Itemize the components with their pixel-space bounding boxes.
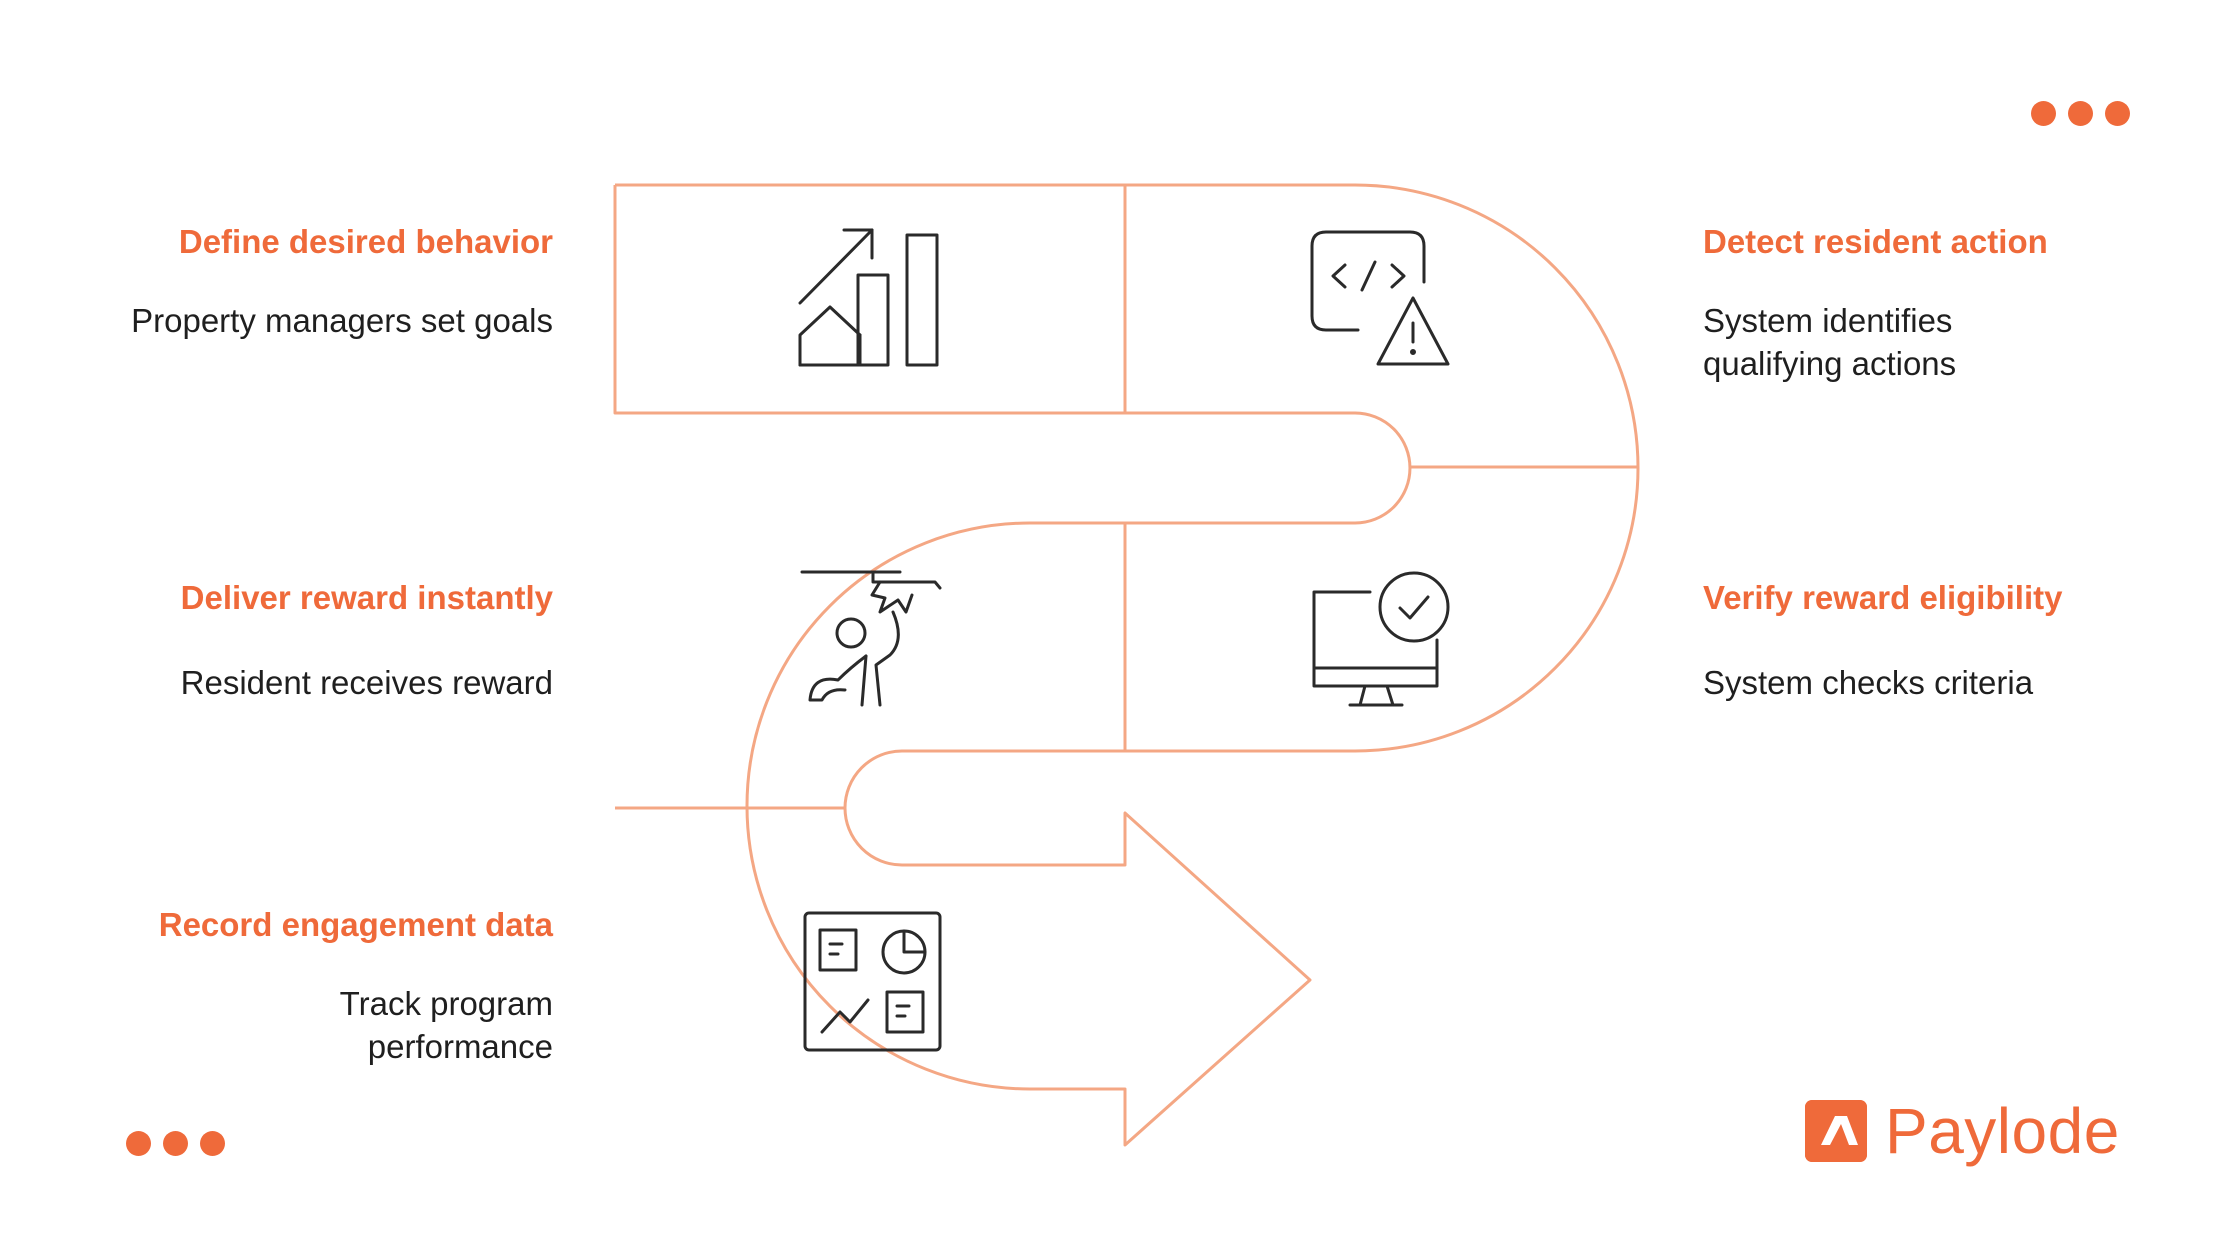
step-title-record-data: Record engagement data bbox=[158, 906, 553, 943]
step-description-detect-action: System identifies qualifying actions bbox=[1703, 302, 1957, 382]
logo-text: Paylode bbox=[1885, 1095, 2120, 1167]
step-description-define-behavior: Property managers set goals bbox=[131, 302, 553, 339]
monitor-check-icon bbox=[1312, 571, 1450, 707]
paylode-logo-icon bbox=[1805, 1100, 1867, 1162]
dot bbox=[2105, 101, 2130, 126]
dot bbox=[2068, 101, 2093, 126]
dot bbox=[2031, 101, 2056, 126]
growth-chart-house-icon bbox=[798, 228, 939, 367]
step-description-deliver-reward: Resident receives reward bbox=[180, 664, 553, 701]
step-title-define-behavior: Define desired behavior bbox=[178, 223, 553, 260]
paylode-logo: Paylode bbox=[1805, 1095, 2120, 1167]
person-reward-icon bbox=[800, 570, 942, 707]
code-warning-icon bbox=[1310, 230, 1450, 366]
dot bbox=[126, 1131, 151, 1156]
flow-band-top-inner bbox=[613, 185, 1412, 1147]
dashboard-icon bbox=[803, 911, 942, 1052]
decorative-dots-bottom-left bbox=[126, 1131, 225, 1156]
step-description-verify-eligibility: System checks criteria bbox=[1703, 664, 2034, 701]
step-title-detect-action: Detect resident action bbox=[1703, 223, 2048, 260]
dot bbox=[163, 1131, 188, 1156]
step-description-record-data: Track program performance bbox=[339, 985, 553, 1065]
dot bbox=[200, 1131, 225, 1156]
step-title-deliver-reward: Deliver reward instantly bbox=[180, 579, 553, 616]
decorative-dots-top-right bbox=[2031, 101, 2130, 126]
step-title-verify-eligibility: Verify reward eligibility bbox=[1703, 579, 2063, 616]
